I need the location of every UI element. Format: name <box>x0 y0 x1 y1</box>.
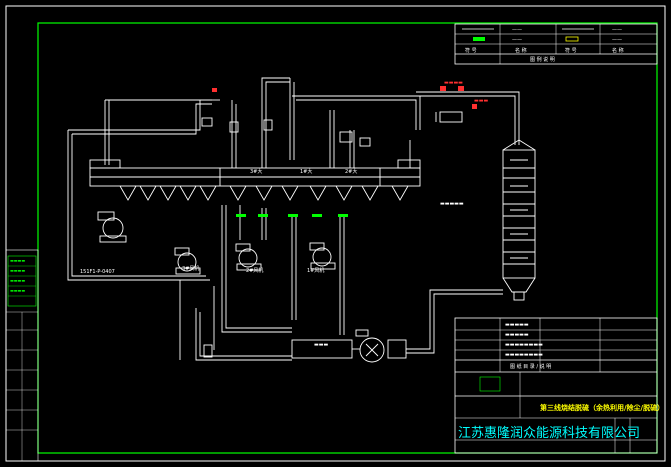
company-name: 江苏惠隆润众能源科技有限公司 <box>458 425 640 441</box>
svg-text:▬▬▬▬: ▬▬▬▬ <box>10 288 25 293</box>
svg-text:▬▬▬▬: ▬▬▬▬ <box>10 278 25 283</box>
header-label: ▬▬▬ <box>314 342 328 348</box>
svg-text:——: —— <box>512 27 522 33</box>
duct-left-loop <box>67 99 220 281</box>
lower-header <box>203 289 503 363</box>
tower-note: ▬▬▬▬▬ <box>440 201 464 207</box>
legend-title: 图 例 说 明 <box>530 56 555 63</box>
svg-text:——: —— <box>612 27 622 33</box>
fan-label-3: 3#风机 <box>182 265 199 272</box>
svg-text:——: —— <box>612 37 622 43</box>
svg-text:▬▬▬▬▬▬▬▬: ▬▬▬▬▬▬▬▬ <box>505 342 543 348</box>
legend-header-4: 名 称 <box>612 47 624 54</box>
fan-label-2: 2#风机 <box>246 267 263 274</box>
svg-text:▬▬▬▬: ▬▬▬▬ <box>10 268 25 273</box>
outer-border <box>5 5 666 462</box>
flue-to-tower <box>416 91 520 145</box>
svg-text:——: —— <box>512 37 522 43</box>
svg-text:▬▬▬▬▬: ▬▬▬▬▬ <box>505 332 529 338</box>
risers <box>201 77 421 168</box>
svg-text:▬▬▬▬▬: ▬▬▬▬▬ <box>505 322 529 328</box>
legend-header-2: 名 称 <box>515 47 527 54</box>
title-block: ▬▬▬▬▬ ▬▬▬▬▬ ▬▬▬▬▬▬▬▬ ▬▬▬▬▬▬▬▬ <box>454 317 658 454</box>
fan-2 <box>235 242 336 271</box>
downcomers <box>179 205 345 361</box>
sinter-machine <box>89 159 421 201</box>
fan-3 <box>97 211 127 243</box>
stage-label-1: 1#大 <box>300 168 312 175</box>
drawing-title: 第三线烧结脱硫（余热利用/除尘/脱硫） <box>540 403 664 412</box>
device-label: 151F1-P-0407 <box>80 269 115 275</box>
legend-header-1: 符 号 <box>465 47 477 54</box>
desulf-tower <box>502 139 536 301</box>
legend-table: —— —— —— —— <box>454 23 658 65</box>
legend-header-3: 符 号 <box>565 47 577 54</box>
fan-label-1: 1#风机 <box>307 267 324 274</box>
svg-text:▬▬▬▬▬▬▬▬: ▬▬▬▬▬▬▬▬ <box>505 352 543 358</box>
red-valves: ▬▬▬▬ ▬▬▬ <box>212 80 488 109</box>
svg-text:▬▬▬▬: ▬▬▬▬ <box>444 80 463 86</box>
svg-text:▬▬▬: ▬▬▬ <box>474 98 488 104</box>
stage-label-2: 2#大 <box>345 168 357 175</box>
svg-text:▬▬▬▬: ▬▬▬▬ <box>10 258 25 263</box>
green-dampers <box>236 214 348 217</box>
left-side-strip: ▬▬▬▬ ▬▬▬▬ ▬▬▬▬ ▬▬▬▬ <box>5 249 39 462</box>
stage-label-3: 3#大 <box>250 168 262 175</box>
notes-header: 图 纸 目 录 / 说 明 <box>510 363 551 370</box>
fan-1 <box>174 247 201 275</box>
inner-frame <box>37 22 658 454</box>
